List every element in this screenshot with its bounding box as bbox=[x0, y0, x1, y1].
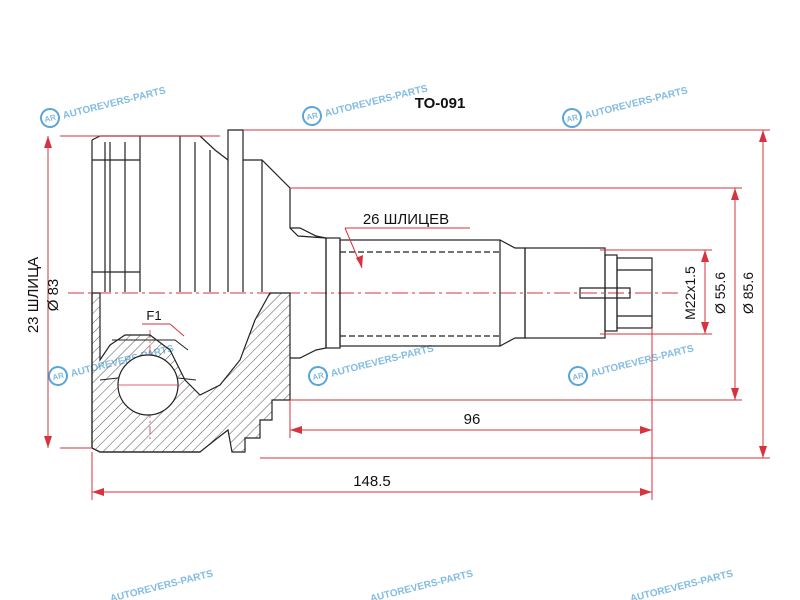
svg-text:AUTOREVERS-PARTS: AUTOREVERS-PARTS bbox=[330, 343, 436, 379]
dimension-lines bbox=[44, 129, 770, 500]
total-length-label: 148.5 bbox=[353, 473, 391, 490]
svg-text:AR: AR bbox=[305, 111, 319, 123]
svg-text:AUTOREVERS-PARTS: AUTOREVERS-PARTS bbox=[324, 83, 430, 119]
svg-text:AUTOREVERS-PARTS: AUTOREVERS-PARTS bbox=[590, 343, 696, 379]
svg-text:AUTOREVERS-PARTS: AUTOREVERS-PARTS bbox=[369, 568, 475, 600]
svg-text:AUTOREVERS-PARTS: AUTOREVERS-PARTS bbox=[584, 85, 690, 121]
watermark-logo-icon bbox=[308, 366, 328, 386]
svg-text:AR: AR bbox=[51, 371, 65, 383]
outer-splines-label: 23 ШЛИЦА bbox=[25, 257, 42, 333]
watermark-logo-icon bbox=[40, 108, 60, 128]
stem-length-label: 96 bbox=[464, 411, 481, 428]
watermark-logo-icon bbox=[302, 106, 322, 126]
section-label: F1 bbox=[146, 308, 161, 323]
svg-text:AUTOREVERS-PARTS: AUTOREVERS-PARTS bbox=[629, 568, 735, 600]
watermark-1: AR AUTOREVERS-PARTS bbox=[40, 85, 168, 128]
section-view bbox=[91, 292, 291, 453]
svg-text:AUTOREVERS-PARTS: AUTOREVERS-PARTS bbox=[62, 85, 168, 121]
watermark-logo-icon bbox=[562, 108, 582, 128]
flange-diameter-label: Ø 85.6 bbox=[740, 272, 756, 314]
watermark-2: AR AUTOREVERS-PARTS bbox=[302, 83, 430, 126]
watermark-8: AUTOREVERS-PARTS bbox=[369, 568, 475, 600]
svg-text:AR: AR bbox=[571, 371, 585, 383]
watermark-3: AR AUTOREVERS-PARTS bbox=[562, 85, 690, 128]
watermark-6: AR AUTOREVERS-PARTS bbox=[568, 343, 696, 386]
inner-splines-label: 26 ШЛИЦЕВ bbox=[363, 211, 449, 228]
dimension-labels: 23 ШЛИЦА Ø 83 26 ШЛИЦЕВ M22x1.5 Ø 55.6 Ø… bbox=[25, 211, 756, 490]
svg-text:AR: AR bbox=[311, 371, 325, 383]
watermark-7: AUTOREVERS-PARTS bbox=[109, 568, 215, 600]
outer-diameter-label: Ø 83 bbox=[45, 279, 62, 312]
shaft-diameter-label: Ø 55.6 bbox=[712, 272, 728, 314]
watermark-9: AUTOREVERS-PARTS bbox=[629, 568, 735, 600]
thread-label: M22x1.5 bbox=[682, 266, 698, 320]
svg-text:AUTOREVERS-PARTS: AUTOREVERS-PARTS bbox=[109, 568, 215, 600]
part-number-title: TO-091 bbox=[415, 95, 466, 112]
svg-text:AR: AR bbox=[43, 113, 57, 125]
stem bbox=[290, 227, 653, 359]
watermark-logo-icon bbox=[568, 366, 588, 386]
svg-text:AR: AR bbox=[565, 113, 579, 125]
watermark-logo-icon bbox=[48, 366, 68, 386]
